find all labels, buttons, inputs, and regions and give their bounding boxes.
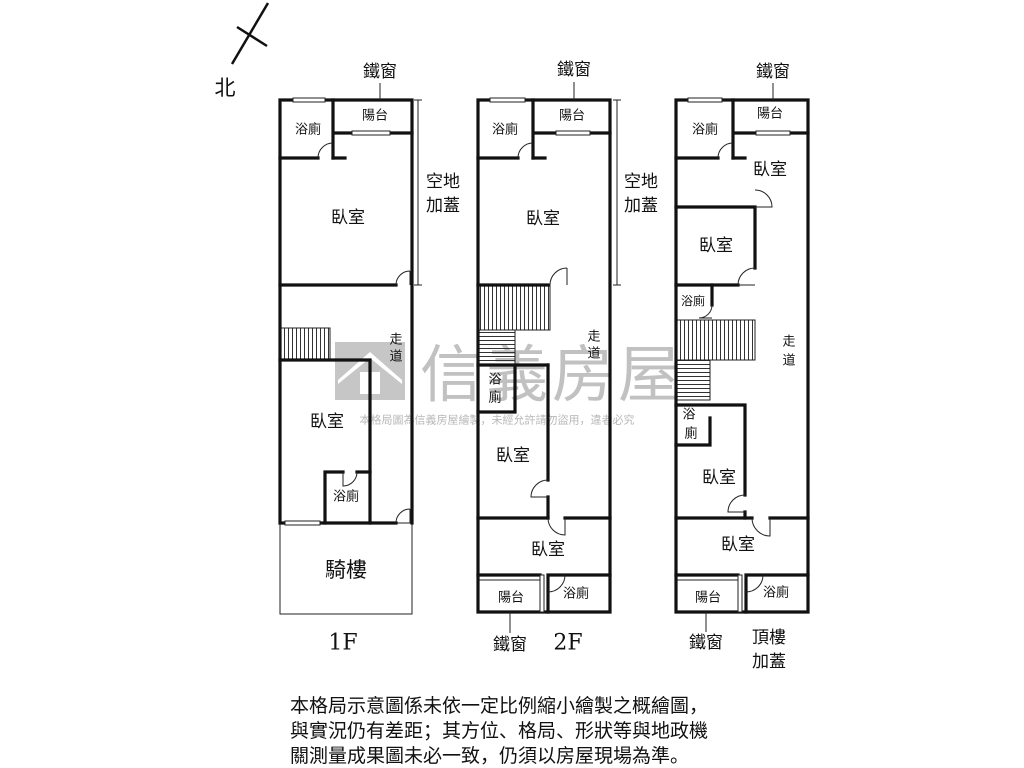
walls-1f — [278, 98, 414, 525]
staircase-upper — [477, 284, 551, 331]
staircase-upper — [675, 319, 756, 361]
bedroom-label: 臥室 — [496, 446, 530, 466]
doors-2f — [517, 142, 568, 593]
floor-plan-2f — [476, 82, 621, 633]
corridor-label-char1: 走 — [587, 330, 600, 345]
bedroom-label: 臥室 — [310, 412, 344, 432]
bedroom-label: 臥室 — [531, 540, 565, 560]
walls-rooftop — [674, 98, 810, 614]
floor-plan-1f — [278, 83, 422, 615]
balcony-label: 陽台 — [559, 109, 585, 124]
floor-label-1f: 1F — [328, 631, 357, 656]
bedroom-label: 臥室 — [331, 208, 365, 228]
disclaimer-line: 關測量成果圖未必一致，仍須以房屋現場為準。 — [290, 745, 689, 767]
balcony-label: 陽台 — [362, 109, 388, 124]
corridor-label-char1: 走 — [389, 333, 402, 348]
watermark-brand: 信義房屋 — [420, 338, 684, 411]
iron-window-label: 鐵窗 — [756, 62, 790, 82]
bathroom-label: 浴廁 — [492, 122, 518, 138]
bathroom-label: 浴廁 — [763, 585, 789, 601]
bedroom-label: 臥室 — [699, 236, 733, 256]
corridor-label-char1: 走 — [782, 335, 795, 350]
arcade-label: 騎樓 — [325, 558, 367, 582]
north-arrow-icon — [230, 2, 270, 65]
bathroom-label: 浴廁 — [295, 122, 321, 138]
corridor-label-char2: 道 — [782, 354, 795, 369]
bedroom-label: 臥室 — [702, 468, 736, 488]
watermark-notice: 本格局圖為信義房屋繪製，未經允許請勿盜用，違者必究 — [360, 413, 635, 427]
iron-window-label: 鐵窗 — [557, 60, 591, 80]
iron-window-label: 鐵窗 — [689, 633, 723, 653]
doors-1f — [317, 142, 411, 524]
floor-plan-rooftop — [674, 83, 810, 632]
windows-rooftop — [687, 97, 791, 613]
north-label: 北 — [215, 76, 236, 100]
extension-dimension-1f — [414, 99, 422, 286]
balcony-label: 陽台 — [757, 107, 783, 122]
iron-window-label: 鐵窗 — [493, 635, 527, 655]
corridor-label-char2: 道 — [587, 347, 600, 362]
bathroom-label: 浴廁 — [692, 122, 718, 138]
extension-dimension-2f — [613, 99, 621, 286]
bathroom-label: 浴廁 — [333, 489, 359, 505]
corridor-label-char2: 道 — [389, 350, 402, 365]
extension-label-line2: 加蓋 — [426, 196, 460, 216]
extension-label-line1: 空地 — [624, 172, 658, 192]
windows-1f — [284, 97, 391, 526]
balcony-label: 陽台 — [695, 591, 721, 606]
staircase-lower — [477, 329, 516, 366]
staircase-lower — [675, 359, 711, 401]
bathroom-label-char1: 浴 — [488, 373, 501, 388]
doors-rooftop — [698, 142, 773, 593]
balcony-label: 陽台 — [498, 591, 524, 606]
floor-label-rooftop-line2: 加蓋 — [752, 652, 786, 672]
disclaimer-line: 與實況仍有差距；其方位、格局、形狀等與地政機 — [290, 720, 708, 742]
floor-label-2f: 2F — [553, 631, 582, 656]
watermark: 信義房屋 本格局圖為信義房屋繪製，未經允許請勿盜用，違者必究 — [335, 338, 684, 427]
bedroom-label: 臥室 — [526, 209, 560, 229]
iron-window-label: 鐵窗 — [363, 62, 397, 82]
bathroom-label-char1: 浴 — [682, 408, 695, 423]
bedroom-label: 臥室 — [721, 535, 755, 555]
walls-2f — [476, 98, 612, 614]
bathroom-label-char2: 廁 — [488, 390, 501, 406]
disclaimer: 本格局示意圖係未依一定比例縮小繪製之概繪圖， 與實況仍有差距；其方位、格局、形狀… — [290, 695, 708, 767]
staircase — [279, 327, 331, 361]
bathroom-label: 浴廁 — [563, 586, 589, 602]
extension-label-line2: 加蓋 — [624, 196, 658, 216]
extension-label-line1: 空地 — [426, 172, 460, 192]
disclaimer-line: 本格局示意圖係未依一定比例縮小繪製之概繪圖， — [290, 695, 708, 717]
bathroom-label: 浴廁 — [681, 293, 705, 308]
windows-2f — [489, 97, 591, 613]
bathroom-label-char2: 廁 — [684, 426, 697, 442]
bedroom-label: 臥室 — [753, 160, 787, 180]
floor-label-rooftop-line1: 頂樓 — [752, 628, 786, 648]
